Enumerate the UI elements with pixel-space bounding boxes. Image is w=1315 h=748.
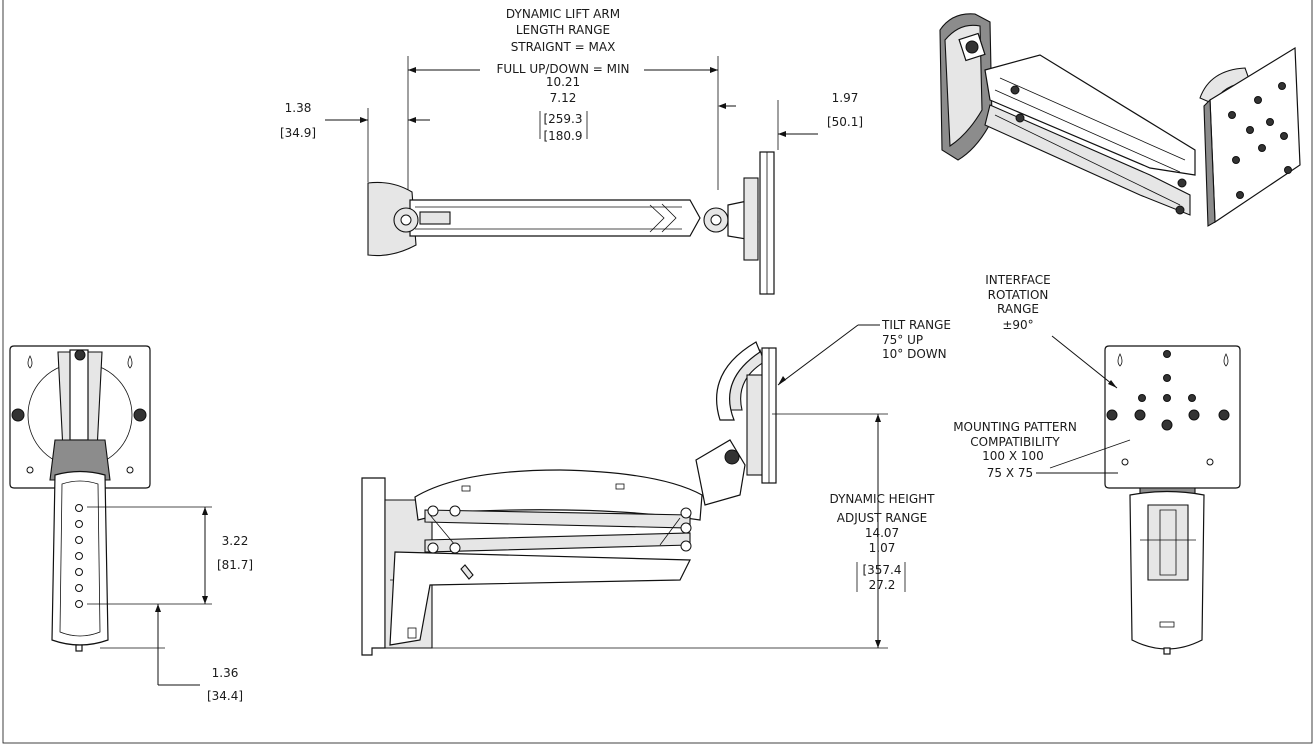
lift-arm-max-in: 10.21 [546, 75, 580, 89]
bottom-offset-dimension: 1.36 [34.4] [207, 666, 243, 703]
height-max-in: 14.07 [865, 526, 899, 540]
tilt-line3: 10° DOWN [882, 347, 947, 361]
side-view-wall-plate [361, 477, 386, 656]
height-line1: DYNAMIC HEIGHT [830, 492, 936, 506]
rotation-callout: INTERFACE ROTATION RANGE ±90° [985, 273, 1051, 332]
rear-view [1104, 345, 1241, 655]
mounting-line4: 75 X 75 [987, 466, 1033, 480]
rear-view-vesa-plate [1104, 345, 1241, 489]
top-view-arm [367, 151, 775, 295]
left-offset-dimension: 1.38 [34.9] [280, 101, 316, 140]
side-view-upper-arm [414, 469, 703, 521]
front-view-dimensions [87, 506, 212, 686]
top-view-dimensions [325, 56, 818, 190]
height-max-mm: [357.4 [862, 563, 901, 577]
side-view [361, 341, 888, 656]
mounting-line2: COMPATIBILITY [970, 435, 1060, 449]
height-callout: DYNAMIC HEIGHT ADJUST RANGE 14.07 1.07 [… [830, 492, 936, 592]
iso-arm-upper [984, 54, 1196, 176]
left-offset-in: 1.38 [285, 101, 312, 115]
lift-arm-line3: STRAIGNT = MAX [511, 40, 616, 54]
mounting-callout: MOUNTING PATTERN COMPATIBILITY 100 X 100… [953, 420, 1077, 480]
tilt-callout: TILT RANGE 75° UP 10° DOWN [881, 318, 951, 361]
right-offset-dimension: 1.97 [50.1] [827, 91, 863, 129]
lift-arm-min-mm: [180.9 [543, 129, 582, 143]
track-mm: [81.7] [217, 558, 253, 572]
top-view-wall-mount [367, 181, 417, 257]
side-view-dimensions [772, 324, 888, 648]
bottom-offset-mm: [34.4] [207, 689, 243, 703]
rotation-line2: ROTATION [988, 288, 1049, 302]
front-view [9, 345, 151, 652]
top-view-arm-body [409, 199, 701, 237]
height-min-in: 1.07 [869, 541, 896, 555]
lift-arm-callout: DYNAMIC LIFT ARM LENGTH RANGE STRAIGNT =… [496, 7, 629, 143]
lift-arm-line4: FULL UP/DOWN = MIN [496, 62, 629, 76]
tilt-line2: 75° UP [882, 333, 923, 347]
rotation-line1: INTERFACE [985, 273, 1051, 287]
right-offset-mm: [50.1] [827, 115, 863, 129]
isometric-view [939, 13, 1301, 227]
height-min-mm: 27.2 [869, 578, 896, 592]
mounting-line3: 100 X 100 [982, 449, 1044, 463]
mounting-line1: MOUNTING PATTERN [953, 420, 1077, 434]
lift-arm-line1: DYNAMIC LIFT ARM [506, 7, 620, 21]
rotation-line3: RANGE [997, 302, 1039, 316]
rotation-line4: ±90° [1002, 318, 1033, 332]
bottom-offset-in: 1.36 [212, 666, 239, 680]
height-line2: ADJUST RANGE [837, 511, 927, 525]
track-dimension: 3.22 [81.7] [217, 534, 253, 572]
lift-arm-min-in: 7.12 [550, 91, 577, 105]
tilt-line1: TILT RANGE [881, 318, 951, 332]
side-view-lower-body [389, 551, 691, 646]
lift-arm-line2: LENGTH RANGE [516, 23, 610, 37]
lift-arm-max-mm: [259.3 [543, 112, 582, 126]
track-in: 3.22 [222, 534, 249, 548]
right-offset-in: 1.97 [832, 91, 859, 105]
rear-view-leaders [1036, 335, 1131, 474]
left-offset-mm: [34.9] [280, 126, 316, 140]
side-view-tilt-elbow [695, 439, 746, 506]
